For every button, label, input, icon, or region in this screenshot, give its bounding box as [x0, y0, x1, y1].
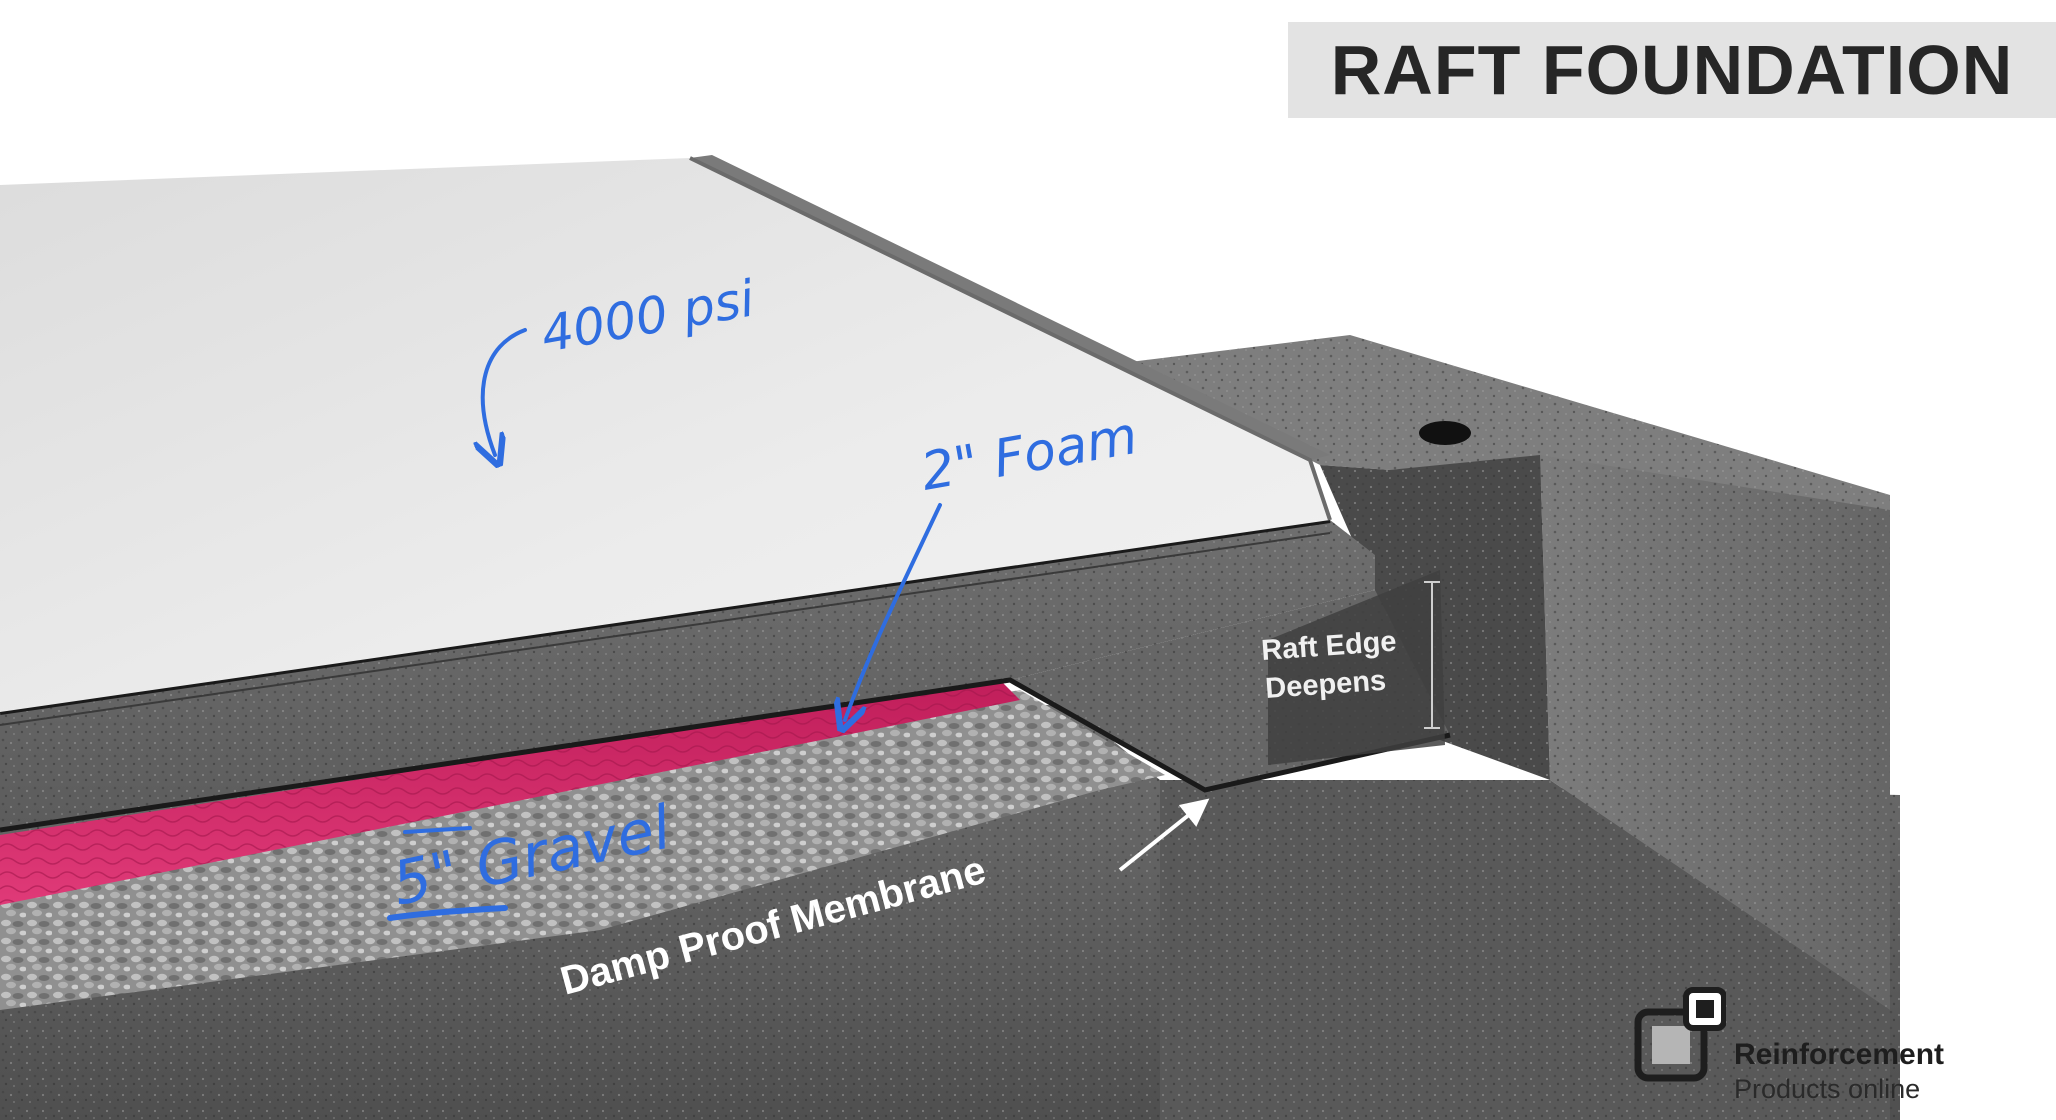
title-banner: RAFT FOUNDATION [1288, 22, 2056, 118]
debris-mark [1419, 421, 1471, 445]
logo-name: Reinforcement [1734, 1038, 1944, 1072]
logo-squares-icon [1634, 984, 1726, 1084]
page-title: RAFT FOUNDATION [1331, 30, 2014, 110]
brand-logo: Reinforcement Products online [1634, 984, 2034, 1108]
logo-tagline: Products online [1734, 1074, 1920, 1105]
